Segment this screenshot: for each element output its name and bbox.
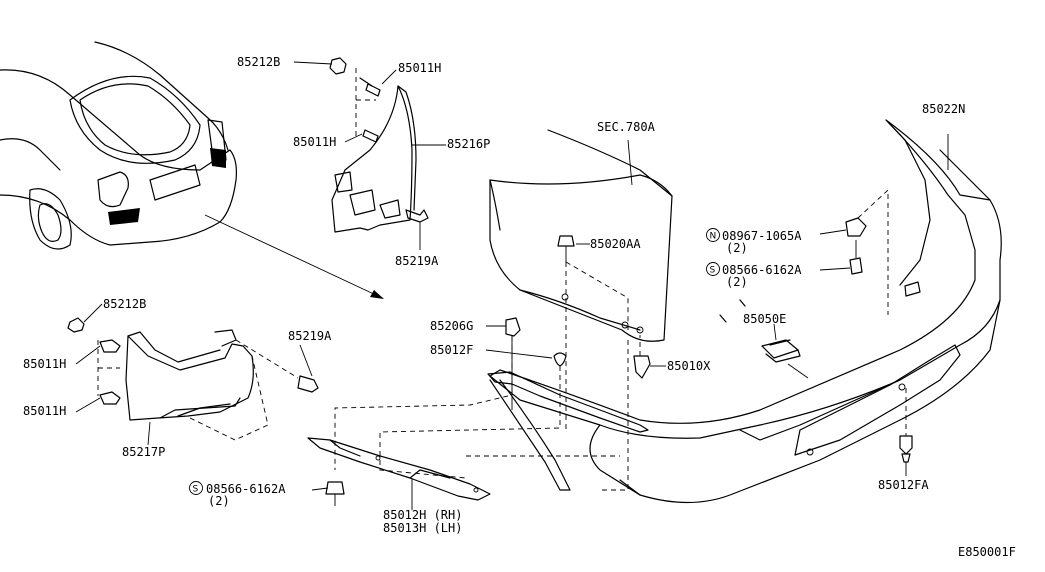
label-sec780a: SEC.780A [597,120,656,134]
label-85011h-top2: 85011H [293,135,336,149]
label-85217p: 85217P [122,445,165,459]
part-labels: 85212B 85011H 85011H 85216P 85219A SEC.7… [23,55,1016,559]
label-85050e: 85050E [743,312,786,326]
label-85012h: 85012H (RH) [383,508,462,522]
fastener-dashed-guides-top [355,68,376,136]
screw-85020aa [557,235,575,262]
vehicle-rear-view-illustration [0,41,237,250]
bumper-side-bracket-lower [125,329,254,421]
nut-symbol-circle [706,228,720,242]
label-85212b-left: 85212B [103,297,146,311]
screw-symbol-circle-right [706,262,720,276]
label-85212b-top: 85212B [237,55,280,69]
body-panel-sec780a [489,129,673,342]
diagram-id: E850001F [958,545,1016,559]
label-85219a-left: 85219A [288,329,332,343]
label-08566-6162a-right: 08566-6162A [722,263,802,277]
label-08566-6162a-left: 08566-6162A [206,482,286,496]
label-85022n: 85022N [922,102,965,116]
reflector-85050e [761,339,801,363]
fasteners-top [329,57,429,250]
rear-bumper-fascia [489,119,1002,504]
clip-85012fa [899,435,913,463]
label-85011h-left2: 85011H [23,404,66,418]
label-85013h: 85013H (LH) [383,521,462,535]
bumper-side-bracket-upper [331,85,417,233]
label-08967-qty: (2) [726,241,748,255]
label-85010x: 85010X [667,359,711,373]
label-85216p: 85216P [447,137,490,151]
direction-arrow [204,214,384,299]
label-08566-left-qty: (2) [208,494,230,508]
label-85011h-top1: 85011H [398,61,441,75]
pin-85012f [553,352,567,367]
screw-symbol-circle-left [189,481,203,495]
screw-symbol-left: S [193,485,199,495]
bumper-reinforcement-bracket [487,371,649,491]
screw-08566-6162a-left [325,481,345,506]
label-85012fa: 85012FA [878,478,929,492]
label-85206g: 85206G [430,319,473,333]
label-08967-1065a: 08967-1065A [722,229,802,243]
nut-symbol: N [710,232,717,242]
label-85219a-top: 85219A [395,254,439,268]
clip-85010x [633,355,651,379]
label-85012f: 85012F [430,343,473,357]
label-08566-right-qty: (2) [726,275,748,289]
label-85011h-left1: 85011H [23,357,66,371]
clip-08967-1065a [845,217,867,275]
screw-symbol-right: S [710,266,716,276]
label-85020aa: 85020AA [590,237,641,251]
bumper-lower-rail [307,437,491,501]
fasteners-left [67,317,319,405]
